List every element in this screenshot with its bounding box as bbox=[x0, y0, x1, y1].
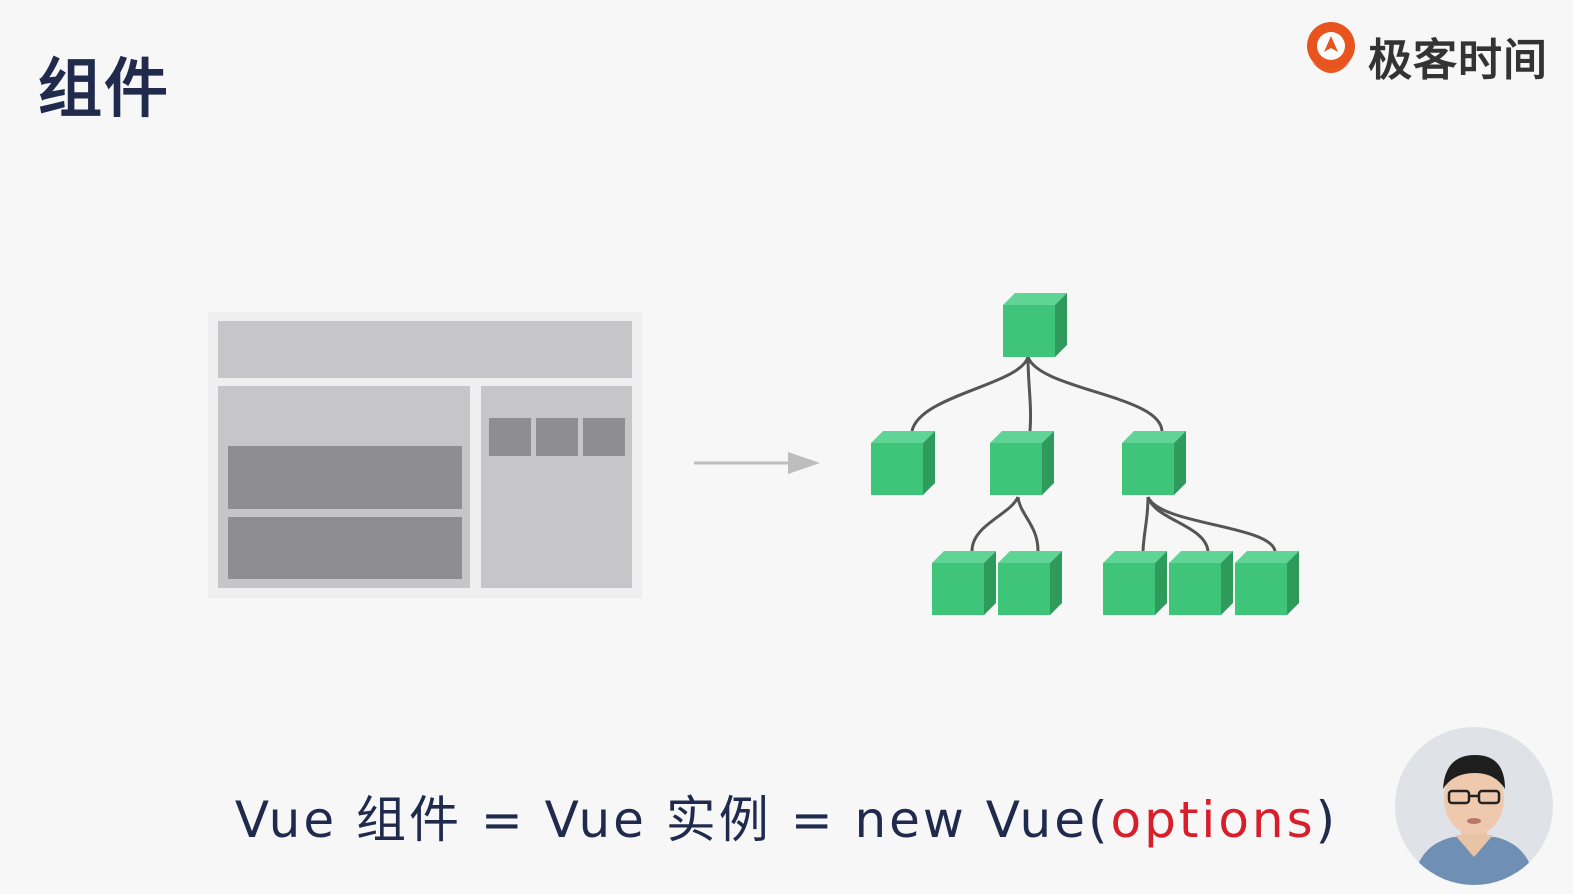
layout-header-block bbox=[218, 321, 632, 378]
tree-connectors bbox=[910, 356, 1277, 552]
page-title: 组件 bbox=[38, 53, 170, 127]
layout-sidebar-block bbox=[481, 386, 632, 588]
component-node-child-1 bbox=[871, 431, 935, 495]
brand-name: 极客时间 bbox=[1368, 35, 1548, 86]
presenter-avatar-icon bbox=[1395, 727, 1553, 885]
formula-prefix: Vue 组件 = Vue 实例 = new Vue( bbox=[234, 791, 1111, 849]
layout-content-block-1 bbox=[228, 446, 462, 509]
layout-sidebar-item-1 bbox=[489, 418, 531, 456]
formula-suffix: ) bbox=[1315, 791, 1339, 849]
brand-logo: 极客时间 bbox=[1300, 18, 1560, 86]
presenter-video bbox=[1395, 727, 1553, 885]
component-node-child-3 bbox=[1122, 431, 1186, 495]
component-node-root bbox=[1003, 293, 1067, 357]
formula-caption: Vue 组件 = Vue 实例 = new Vue(options) bbox=[0, 780, 1573, 852]
component-node-grandchild-4 bbox=[1169, 551, 1233, 615]
page-layout-illustration bbox=[208, 312, 642, 598]
layout-sidebar-item-2 bbox=[536, 418, 578, 456]
component-tree-diagram bbox=[871, 293, 1299, 615]
component-node-grandchild-5 bbox=[1235, 551, 1299, 615]
geektime-logo-icon bbox=[1307, 22, 1355, 73]
formula-options: options bbox=[1110, 791, 1316, 849]
arrow-right-icon bbox=[694, 452, 820, 474]
component-node-child-2 bbox=[990, 431, 1054, 495]
component-node-grandchild-3 bbox=[1103, 551, 1167, 615]
layout-content-block-2 bbox=[228, 517, 462, 579]
component-node-grandchild-1 bbox=[932, 551, 996, 615]
layout-sidebar-item-3 bbox=[583, 418, 625, 456]
component-node-grandchild-2 bbox=[998, 551, 1062, 615]
